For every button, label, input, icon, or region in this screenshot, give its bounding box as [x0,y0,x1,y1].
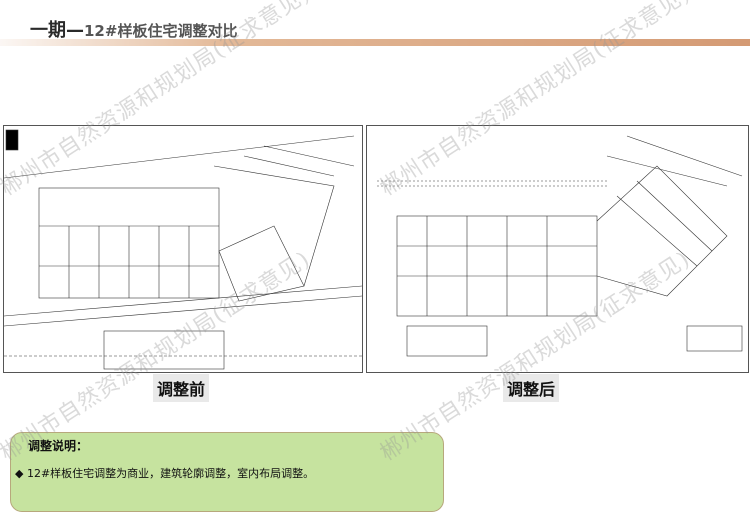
plan-after [366,125,749,373]
page-title: 一期—12#样板住宅调整对比 [30,16,237,42]
note-bullet: ◆ 12#样板住宅调整为商业，建筑轮廓调整，室内布局调整。 [15,467,315,480]
title-phase: 一期— [30,20,84,41]
adjustment-note: 调整说明： ◆ 12#样板住宅调整为商业，建筑轮廓调整，室内布局调整。 [10,432,444,512]
label-after: 调整后 [503,374,560,402]
label-before: 调整前 [153,374,210,402]
header-divider [0,39,750,46]
plan-before [3,125,363,373]
note-heading: 调整说明： [28,439,89,453]
title-subject: 12#样板住宅调整对比 [84,22,238,40]
